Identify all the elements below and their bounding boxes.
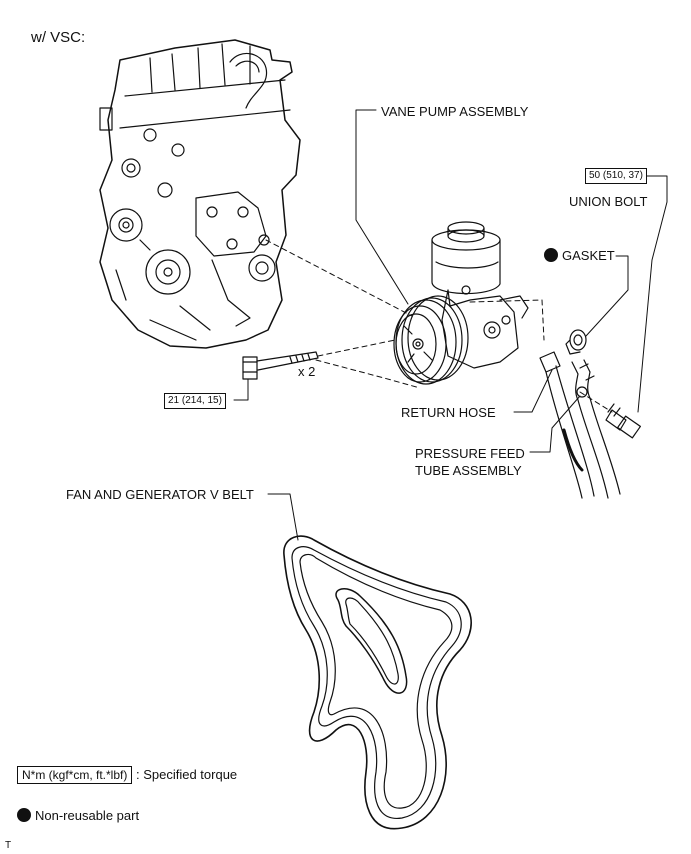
- quantity-label: x 2: [298, 364, 316, 379]
- legend-torque: N*m (kgf*cm, ft.*lbf) : Specified torque: [17, 766, 238, 784]
- footer-mark: T: [5, 840, 12, 851]
- vane-pump-assembly-label: VANE PUMP ASSEMBLY: [381, 104, 529, 119]
- pump-bolt-torque: 21 (214, 15): [164, 393, 226, 409]
- engine-block-illustration: [99, 39, 301, 349]
- pressure-feed-tube-illustration: [562, 359, 621, 499]
- union-bolt-label: UNION BOLT: [569, 194, 648, 209]
- legend-torque-text: : Specified torque: [135, 767, 238, 782]
- gasket-illustration: [565, 329, 587, 355]
- gasket-label-text: GASKET: [562, 248, 615, 263]
- union-bolt-illustration: [605, 403, 641, 439]
- legend-nonreusable: Non-reusable part: [17, 808, 139, 823]
- gasket-label: GASKET: [544, 248, 615, 263]
- non-reusable-dot-icon: [17, 808, 31, 822]
- non-reusable-marker-icon: [544, 248, 558, 262]
- fan-generator-v-belt-label: FAN AND GENERATOR V BELT: [66, 487, 254, 502]
- union-bolt-torque: 50 (510, 37): [585, 168, 647, 184]
- return-hose-label: RETURN HOSE: [401, 405, 496, 420]
- legend-nonreusable-text: Non-reusable part: [35, 808, 140, 823]
- pressure-feed-label-line1: PRESSURE FEED: [415, 446, 525, 461]
- legend-torque-units: N*m (kgf*cm, ft.*lbf): [17, 766, 133, 784]
- alignment-dashed-lines: [265, 239, 613, 413]
- pressure-feed-label-line2: TUBE ASSEMBLY: [415, 463, 522, 478]
- variant-label: w/ VSC:: [31, 29, 86, 46]
- return-hose-illustration: [539, 351, 595, 499]
- fan-generator-v-belt-illustration: [283, 535, 472, 830]
- pump-bolt-illustration: [242, 351, 319, 380]
- vane-pump-illustration: [393, 221, 529, 385]
- leader-lines: [233, 109, 668, 541]
